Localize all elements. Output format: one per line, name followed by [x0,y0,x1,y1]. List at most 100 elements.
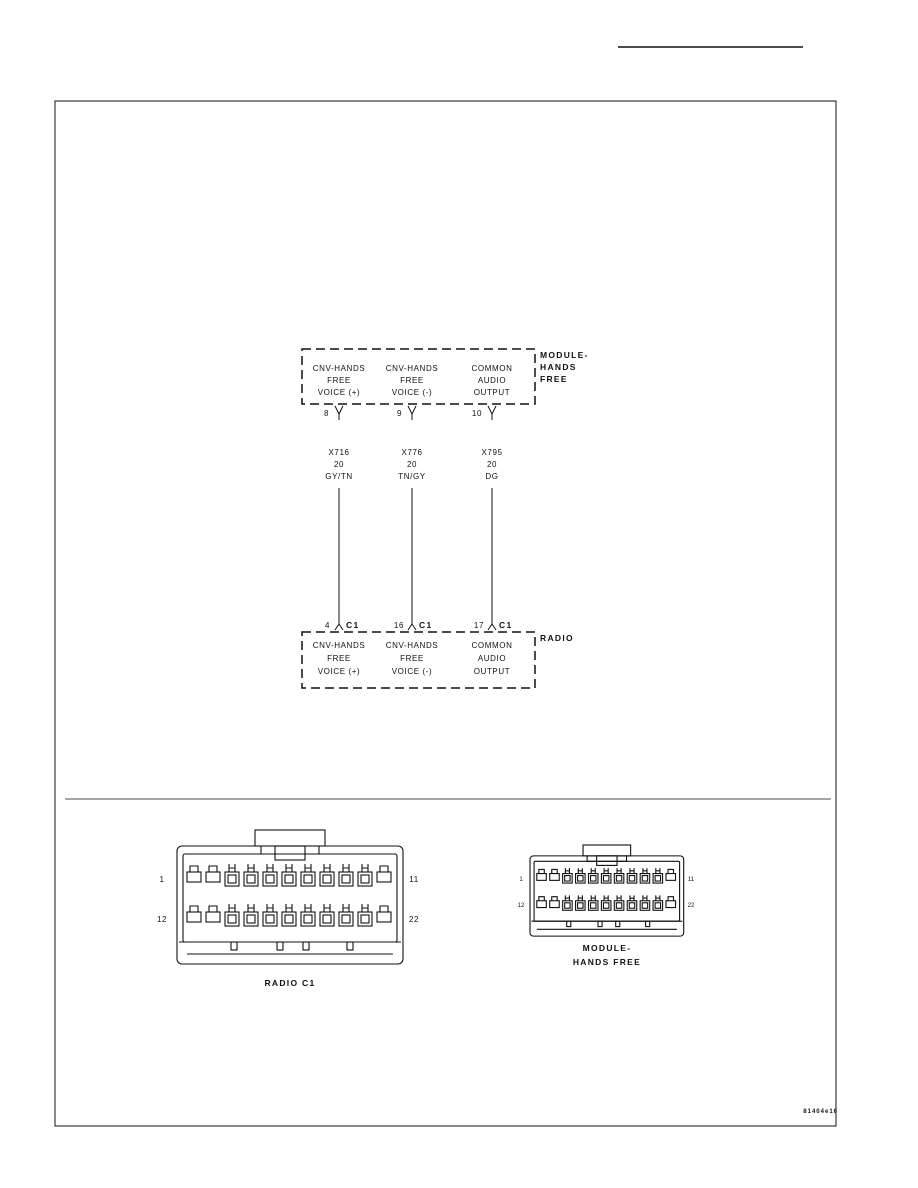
module-pin-number-8: 8 [324,409,329,418]
radio-c1-pin-lock-r1-c8 [323,864,331,872]
radio-c1-pin-lock-r1-c3 [228,864,236,872]
radio-c1-pin-lock-r1-c9 [342,864,350,872]
module-name-line-1: MODULE- [540,350,589,360]
wire-2-gauge: 20 [407,460,417,469]
module-view-pin-r2-c6 [600,900,612,911]
radio-c1-rail-notch-1 [230,941,238,951]
wire-3-circuit: X795 [481,448,502,457]
wire-2-circuit: X776 [401,448,422,457]
module-view-pin-inner-r1-c9 [641,875,649,882]
radio-c1-pin-lock-r1-c5 [266,864,274,872]
module-view-pin-inner-r1-c3 [564,875,571,882]
radio-c1-pin-inner-r2-c10 [360,914,370,924]
radio-c1-pin-r2-c11 [376,911,392,923]
module-view-pin-lock-r2-c3 [564,895,570,901]
module-pin-9-terminal-icon [407,405,417,420]
radio-c1-pin-r1-c11 [376,871,392,883]
radio-c1-rail-notch-4 [346,941,354,951]
module-view-housing [529,855,685,937]
radio-c1-pin-inner-r2-c8 [322,914,332,924]
wire-1-color: GY/TN [325,472,352,481]
radio-c1-latch [254,829,326,847]
radio-c1-pin-r1-c4 [243,871,259,887]
module-view-pin-lock-r2-c6 [603,895,609,901]
module-view-pin-inner-r1-c4 [577,875,584,882]
module-view-rail-notch-4 [645,920,651,928]
radio-c1-pin-inner-r1-c6 [284,874,294,884]
radio-c1-pin-inner-r1-c4 [246,874,256,884]
module-name-line-3: FREE [540,374,568,384]
radio-c1-pin-r2-c9 [338,911,354,927]
radio-c1-pin-r2-c3 [224,911,240,927]
radio-c1-latch-step [260,846,320,855]
module-view-pin-hook-r1-c1 [538,868,545,874]
radio-c1-pin-lock-r2-c7 [304,904,312,912]
module-view-pin-inner-r1-c7 [615,875,623,882]
module-pin-8-label-1: CNV-HANDS [313,364,366,373]
module-view-pin-lock-r2-c7 [616,895,622,901]
radio-c1-pin-inner-r1-c5 [265,874,275,884]
module-view-pin-r2-c4 [575,900,586,911]
module-view-pin-lock-r1-c10 [655,868,661,874]
module-view-latch [582,844,632,857]
radio-c1-pin-inner-r2-c6 [284,914,294,924]
module-hands-free-box [301,348,536,405]
radio-c1-pin-lock-r2-c3 [228,904,236,912]
radio-c1-pin-lock-r2-c10 [361,904,369,912]
radio-c1-pin-hook-r2-c2 [208,905,218,912]
module-view-pin-lock-r1-c7 [616,868,622,874]
wire-3-color: DG [485,472,498,481]
radio-c1-pin-r2-c6 [281,911,297,927]
module-view-pin-r1-c2 [549,873,560,881]
module-view-pin-r1-c7 [613,873,625,884]
radio-c1-pin-22: 22 [409,915,419,924]
radio-connector-c1-a: C1 [346,620,359,630]
module-pin-10-label-2: AUDIO [478,376,506,385]
module-view-pin-r2-c5 [587,900,599,911]
module-view-latch-tab [596,855,618,866]
radio-c1-pin-r2-c10 [357,911,373,927]
radio-c1-pin-r1-c1 [186,871,202,883]
radio-component: 4 C1 16 C1 17 C1 RADIO CNV-HANDS FREE VO… [301,620,573,689]
radio-pin-4-label-1: CNV-HANDS [313,641,366,650]
module-view-pin-r1-c4 [575,873,586,884]
module-pin-8-label-2: FREE [327,376,351,385]
radio-pin-16-label-3: VOICE (-) [392,667,433,676]
radio-c1-pin-inner-r2-c4 [246,914,256,924]
module-view-pin-inner-r1-c5 [589,875,597,882]
radio-pin-4-terminal-icon [334,620,344,631]
radio-c1-pin-hook-r1-c2 [208,865,218,872]
module-view-pin-r2-c11 [665,900,677,909]
radio-c1-rail-notch-3 [302,941,310,951]
radio-c1-connector-view: 1 12 11 22 RADIO C1 [157,829,419,988]
radio-pin-16-label-1: CNV-HANDS [386,641,439,650]
wire-1-gauge: 20 [334,460,344,469]
module-view-pin-r2-c9 [639,900,651,911]
module-view-pin-r1-c11 [665,873,677,881]
radio-c1-pin-hook-r2-c11 [379,905,389,912]
module-pin-10-terminal-icon [487,405,497,420]
module-view-bottom-rail [531,920,683,930]
radio-c1-pin-r1-c3 [224,871,240,887]
radio-c1-pin-r2-c1 [186,911,202,923]
radio-c1-pin-inner-r1-c10 [360,874,370,884]
module-pin-8-terminal-icon [334,405,344,420]
radio-c1-pin-lock-r2-c6 [285,904,293,912]
module-view-pin-lock-r2-c4 [577,895,583,901]
radio-connector-c1-b: C1 [419,620,432,630]
radio-c1-connector-face [176,829,404,965]
radio-c1-pin-hook-r1-c11 [379,865,389,872]
radio-pin-number-17: 17 [474,621,484,630]
module-view-pin-lock-r2-c5 [590,895,596,901]
radio-pin-17-terminal-icon [487,620,497,631]
module-view-rail-notch-3 [615,920,621,928]
module-view-pin-inner-r2-c7 [615,902,623,909]
module-view-pin-inner-r2-c6 [602,902,610,909]
module-view-pin-r2-c10 [652,900,664,911]
module-view-pin-hook-r1-c2 [551,868,558,874]
module-view-pin-12: 12 [518,903,525,909]
module-view-pin-lock-r1-c4 [577,868,583,874]
module-view-pin-r2-c1 [536,900,547,909]
module-view-pin-11: 11 [688,877,695,883]
module-view-pin-hook-r2-c1 [538,896,545,901]
